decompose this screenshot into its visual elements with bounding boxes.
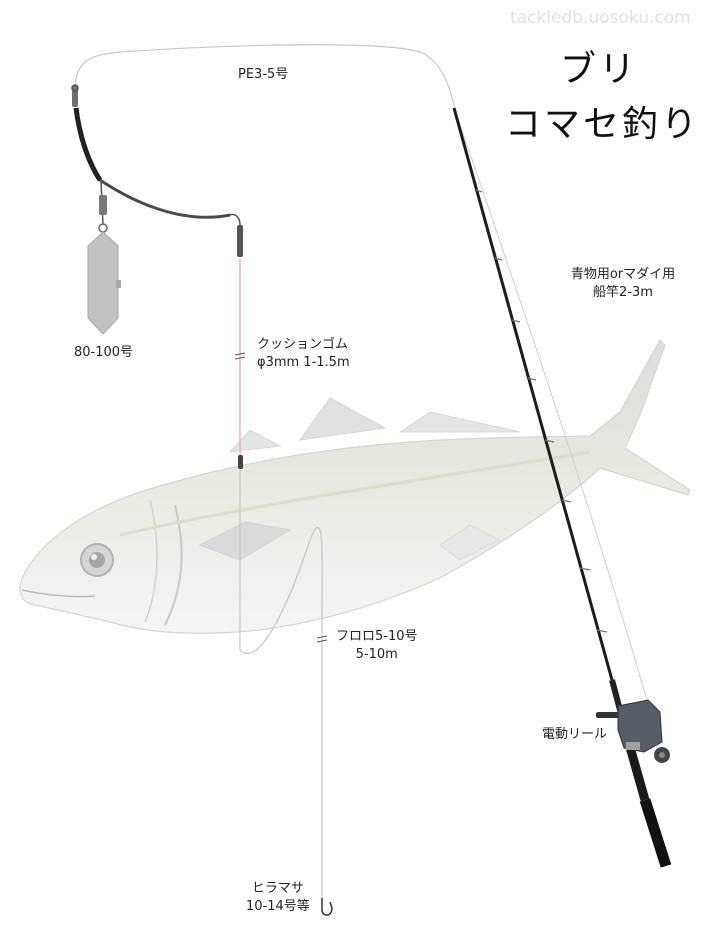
cushion-break-mark — [234, 352, 246, 360]
mid-swivel — [238, 455, 243, 469]
label-cushion: クッションゴム φ3mm 1-1.5m — [257, 336, 350, 372]
cushion-swivel — [229, 213, 243, 257]
label-cushion-name: クッションゴム — [257, 337, 349, 352]
watermark: tackledb.uosoku.com — [510, 8, 691, 28]
label-cushion-spec: φ3mm 1-1.5m — [257, 355, 350, 370]
sinker — [87, 231, 121, 335]
electric-reel — [596, 699, 670, 763]
line-along-rod — [454, 109, 661, 746]
label-hook: ヒラマサ 10-14号等 — [246, 880, 310, 916]
yellowtail-fish-illustration — [19, 339, 691, 634]
label-hook-type: ヒラマサ — [251, 881, 304, 896]
label-leader: フロロ5-10号 5-10m — [336, 628, 418, 664]
hook — [321, 898, 333, 916]
label-rod: 青物用orマダイ用 船竿2-3m — [568, 266, 678, 302]
fluoro-leader — [239, 470, 323, 900]
leader-break-mark — [316, 635, 328, 643]
label-main-line: PE3-5号 — [238, 67, 289, 82]
sinker-snap — [98, 179, 108, 233]
label-leader-spec: フロロ5-10号 — [336, 629, 418, 644]
label-leader-length: 5-10m — [355, 647, 398, 662]
top-swivel — [71, 84, 79, 107]
title-fish: ブリ — [560, 49, 639, 90]
label-rod-length: 船竿2-3m — [593, 285, 653, 300]
pe-main-line — [74, 44, 456, 111]
label-reel: 電動リール — [542, 727, 608, 742]
title-method: コマセ釣り — [505, 104, 701, 145]
label-rod-type: 青物用orマダイ用 — [570, 267, 676, 282]
label-sinker: 80-100号 — [74, 345, 134, 360]
label-hook-size: 10-14号等 — [246, 899, 310, 914]
